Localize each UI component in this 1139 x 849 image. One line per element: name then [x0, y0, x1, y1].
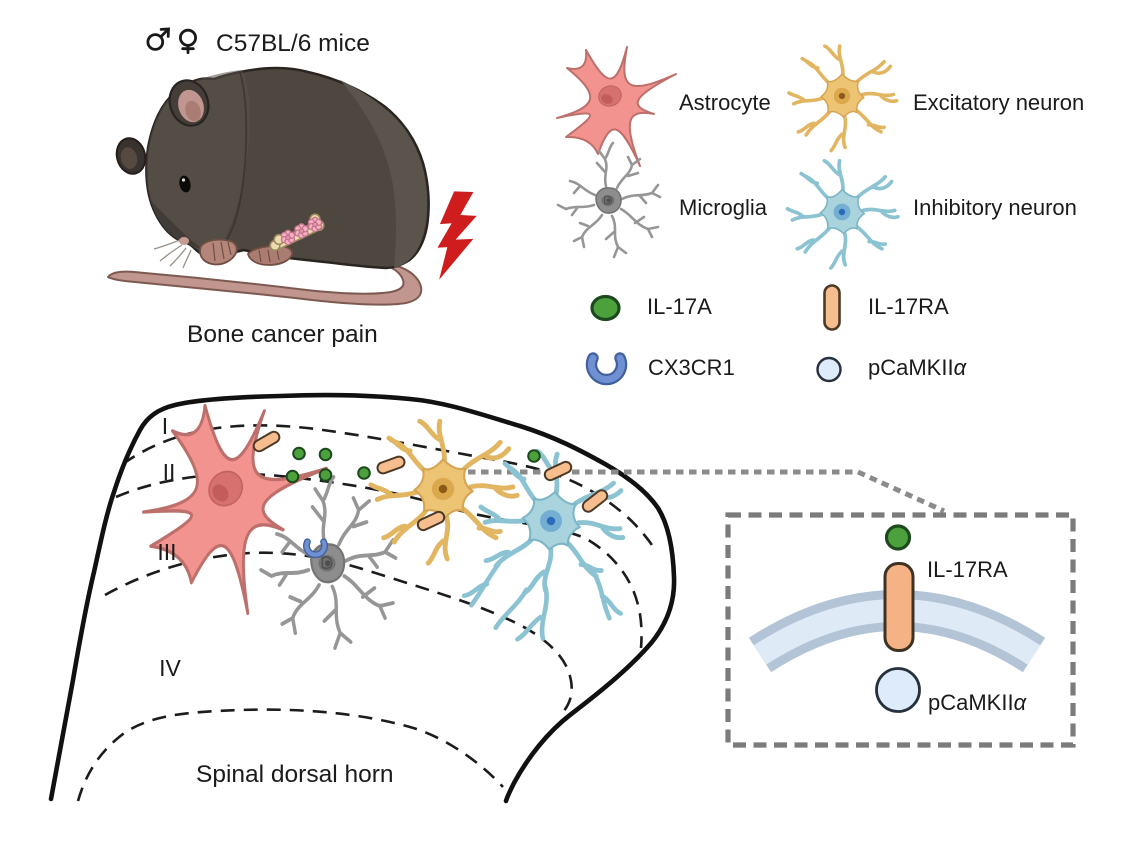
svg-text:Microglia: Microglia [679, 195, 768, 220]
svg-text:IL-17RA: IL-17RA [868, 294, 949, 319]
svg-text:III: III [157, 539, 176, 565]
svg-text:II: II [163, 459, 176, 485]
svg-text:CX3CR1: CX3CR1 [648, 355, 735, 380]
svg-text:I: I [162, 413, 168, 439]
svg-text:pCaMKIIα: pCaMKIIα [868, 355, 968, 380]
svg-text:Excitatory neuron: Excitatory neuron [913, 90, 1084, 115]
svg-text:IL-17A: IL-17A [647, 294, 712, 319]
svg-text:Inhibitory neuron: Inhibitory neuron [913, 195, 1077, 220]
svg-text:Bone cancer pain: Bone cancer pain [187, 321, 378, 348]
svg-text:Spinal dorsal horn: Spinal dorsal horn [196, 761, 393, 788]
svg-text:IV: IV [159, 655, 181, 681]
svg-text:pCaMKIIα: pCaMKIIα [928, 690, 1028, 715]
svg-text:IL-17RA: IL-17RA [927, 557, 1008, 582]
svg-text:Astrocyte: Astrocyte [679, 90, 771, 115]
svg-text:C57BL/6 mice: C57BL/6 mice [216, 30, 370, 57]
